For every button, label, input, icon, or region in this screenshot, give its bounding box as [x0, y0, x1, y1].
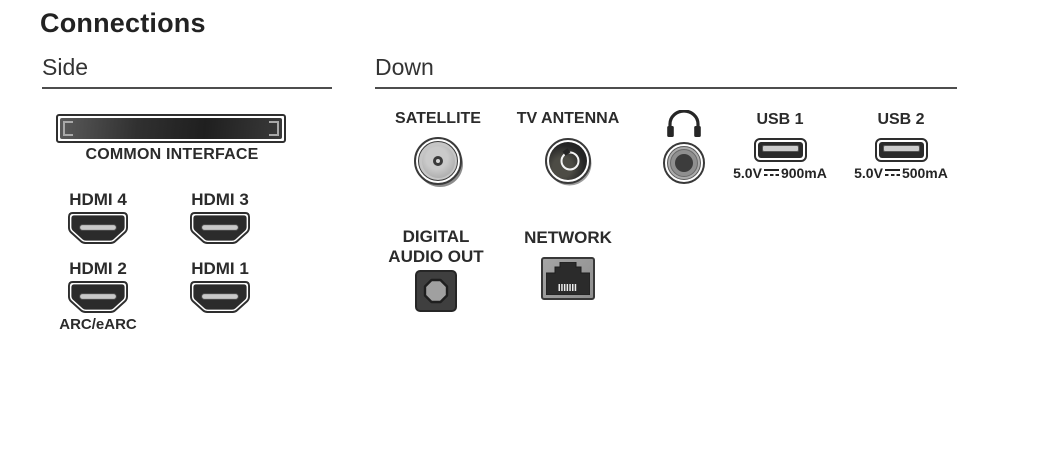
down-section-heading: Down [375, 54, 434, 80]
optical-audio-connector-icon [415, 270, 457, 312]
usb1-voltage: 5.0V [733, 165, 762, 181]
usb1-current: 900mA [780, 165, 827, 181]
hdmi-connector-icon [68, 212, 128, 244]
hdmi3-port: HDMI 3 [175, 190, 265, 244]
tv-antenna-port: TV ANTENNA [506, 109, 630, 184]
down-section-rule [375, 87, 957, 89]
satellite-port: SATELLITE [378, 109, 498, 185]
dc-current-icon [763, 168, 780, 179]
page-title: Connections [40, 8, 206, 38]
headphones-icon [667, 110, 701, 137]
hdmi1-label: HDMI 1 [191, 259, 249, 278]
usb-connector-icon [753, 138, 807, 162]
hdmi1-port: HDMI 1 [175, 259, 265, 313]
hdmi-connector-icon [68, 281, 128, 313]
common-interface-slot-icon [56, 114, 286, 143]
usb2-voltage: 5.0V [854, 165, 883, 181]
digital-audio-out-label-line2: AUDIO OUT [388, 247, 484, 266]
hdmi2-arc-earc-label: ARC/eARC [59, 316, 137, 333]
hdmi-connector-icon [190, 281, 250, 313]
hdmi-connector-icon [190, 212, 250, 244]
usb2-current: 500mA [901, 165, 948, 181]
side-section-heading: Side [42, 54, 89, 80]
digital-audio-out-label-line1: DIGITAL [402, 227, 470, 246]
headphone-jack-icon [663, 142, 705, 184]
hdmi2-label: HDMI 2 [69, 259, 127, 278]
side-section-rule [42, 87, 332, 89]
dc-current-icon [884, 168, 901, 179]
common-interface-label: COMMON INTERFACE [85, 146, 259, 163]
hdmi4-label: HDMI 4 [69, 190, 127, 209]
usb1-power-rating: 5.0V 900mA [733, 165, 827, 181]
network-port: NETWORK [512, 228, 624, 300]
network-label: NETWORK [524, 228, 612, 247]
satellite-connector-icon [414, 137, 462, 185]
usb2-power-rating: 5.0V 500mA [854, 165, 948, 181]
usb2-port: USB 2 5.0V 500mA [851, 110, 951, 181]
hdmi3-label: HDMI 3 [191, 190, 249, 209]
satellite-label: SATELLITE [395, 110, 481, 127]
digital-audio-out-port: DIGITAL AUDIO OUT [380, 227, 492, 312]
common-interface-slot-opening [60, 118, 282, 139]
ethernet-connector-icon [541, 257, 595, 300]
usb1-label: USB 1 [756, 111, 804, 128]
hdmi2-port: HDMI 2 ARC/eARC [53, 259, 143, 333]
tv-antenna-label: TV ANTENNA [516, 110, 620, 127]
usb1-port: USB 1 5.0V 900mA [730, 110, 830, 181]
headphone-port [653, 110, 715, 184]
usb-connector-icon [874, 138, 928, 162]
hdmi4-port: HDMI 4 [53, 190, 143, 244]
usb2-label: USB 2 [877, 111, 925, 128]
tv-antenna-connector-icon [545, 138, 591, 184]
